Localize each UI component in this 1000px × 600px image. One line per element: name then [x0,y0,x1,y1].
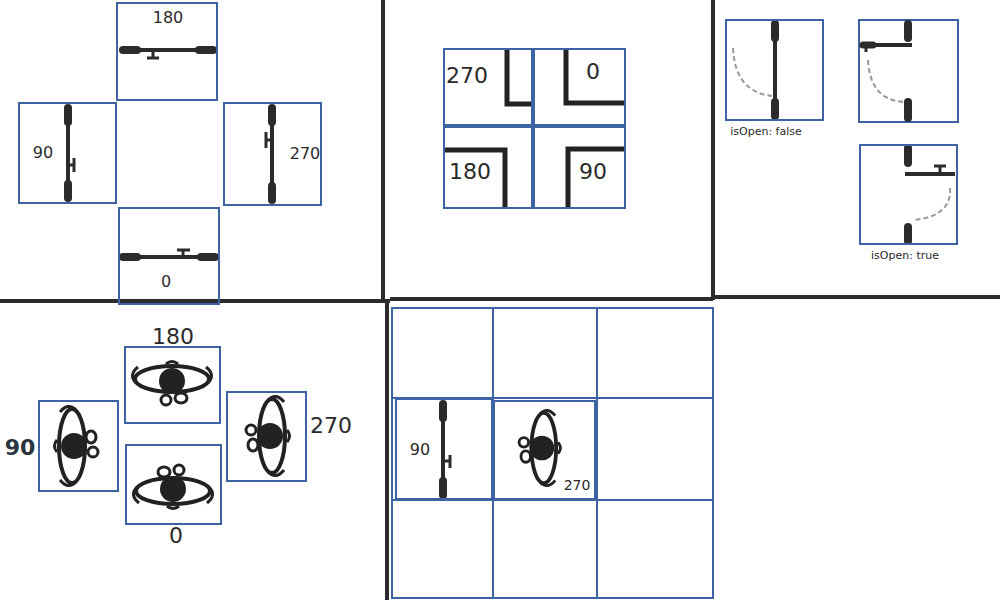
door-open [859,20,958,122]
grid [392,308,713,598]
wall-corners [443,48,626,209]
divider-line [385,300,389,600]
grid-line [596,308,598,598]
rotation-label: 90 [410,442,430,458]
tile-box: isOpen: true [859,144,958,245]
tile-box: 90 [18,102,117,204]
wall-corner [566,48,626,103]
tile-box: 0 [533,48,626,126]
door-symbol [266,106,272,202]
state-label: isOpen: true [871,250,939,261]
grid-frame [392,308,713,598]
character-sprite [519,410,560,485]
rotation-label: 270 [564,478,591,492]
door-closed [733,22,775,118]
tile-box: 180 [116,2,218,101]
tile-box: 0 [118,207,220,305]
door-open [905,148,955,241]
door-symbol [443,402,450,497]
divider-line [0,299,390,303]
door-symbol [68,106,74,200]
tile-box: 90 [395,398,493,500]
tile-box: 90 [533,126,626,209]
rotation-label: 270 [446,65,488,87]
door-symbol [122,250,216,257]
tile-box: 90 [38,400,119,492]
rotation-label: 270 [310,415,352,437]
divider-line [381,0,385,300]
divider-line [713,295,1000,299]
divider-line [390,297,713,301]
divider-line [711,0,715,300]
character-sprite [246,396,290,475]
character-sprite [132,362,211,406]
wall-corner [568,149,626,209]
rotation-label: 0 [169,525,183,547]
rotation-label: 180 [449,161,491,183]
character-sprite [133,465,212,509]
tile-box: 270 [493,400,596,500]
character-sprites [55,362,561,509]
state-label: isOpen: false [730,126,802,137]
frame-box [859,20,958,122]
door-symbol [122,50,214,58]
rotation-label: 90 [33,145,53,161]
tile-box: 270 [443,48,533,126]
tile-box: isOpen: false [725,19,824,121]
rotation-label: 0 [161,274,171,290]
tile-box: 270 [226,391,307,482]
tile-box: 270 [223,102,322,206]
wall-corner [443,150,505,209]
character-sprite [55,406,99,485]
tile-box: 180 [124,346,221,424]
rotation-label: 90 [579,161,607,183]
wall-corner [507,48,533,104]
rotation-label: 270 [290,146,321,162]
rotation-label: 180 [152,326,194,348]
tile-box: 180 [443,126,533,209]
tile-box: 0 [125,444,222,525]
rotation-label: 180 [153,10,184,26]
rotation-label: 90 [5,437,36,459]
rotation-label: 0 [586,61,600,83]
